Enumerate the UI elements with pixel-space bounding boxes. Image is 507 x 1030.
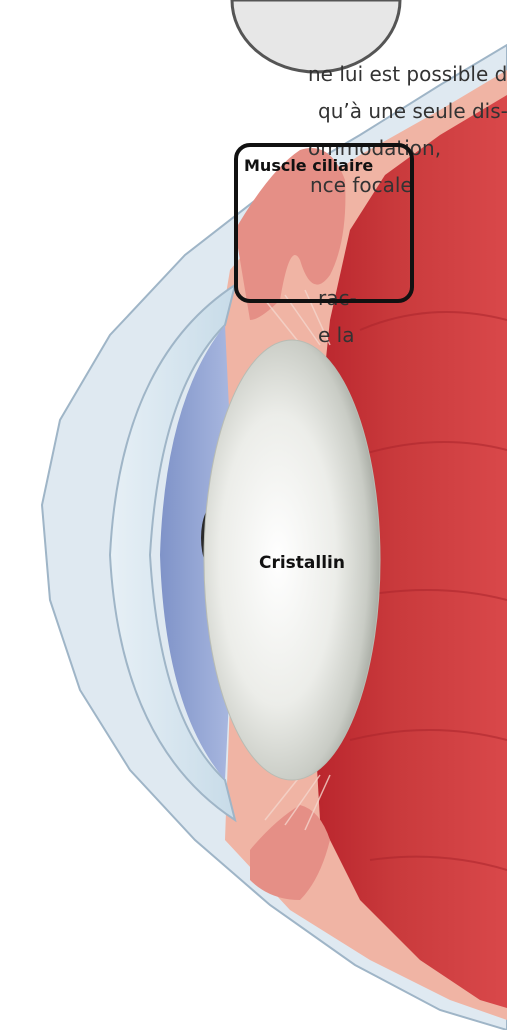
lens-label: Cristallin	[259, 553, 345, 573]
paragraph-line-1: ne lui est possible de	[308, 62, 507, 86]
ciliary-muscle-label: Muscle ciliaire	[244, 156, 373, 175]
paragraph-line-2: qu’à une seule dis-	[318, 99, 507, 123]
paragraph-line-6: e la	[318, 323, 354, 347]
